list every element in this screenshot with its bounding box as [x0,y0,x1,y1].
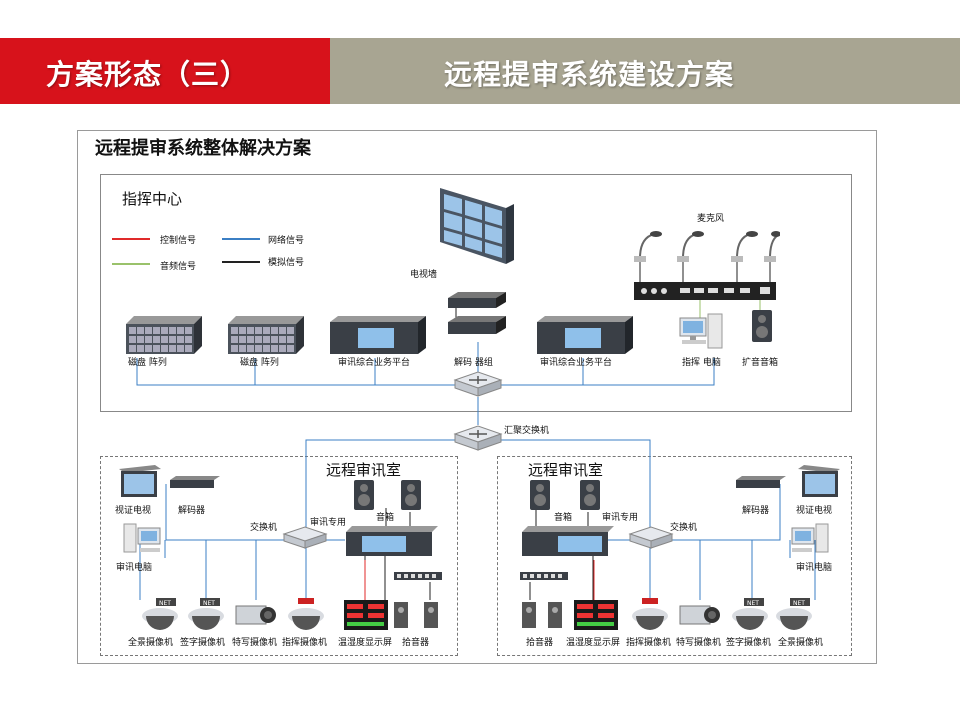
switch-icon [453,371,503,397]
decoder-icon [170,476,220,488]
pc-label: 审讯电脑 [116,563,153,573]
legend-control-line [112,238,150,240]
section-title: 方案形态（三） [46,58,250,91]
tv-wall-label: 电视墙 [410,270,438,280]
decoder-group-label: 解码 器组 [454,358,493,368]
svg-text:NET: NET [747,600,759,607]
dome-camera-icon: NET [732,598,768,630]
platform-label: 审讯综合业务平台 [540,358,613,368]
page-title: 远程提审系统建设方案 [444,58,735,91]
legend-audio-line [112,263,150,265]
camera-label: 签字摄像机 [180,638,226,648]
command-pc-label: 指挥 电脑 [682,358,721,368]
decoder-icon [736,476,786,488]
interrogation-host-icon [522,526,614,556]
legend-network-line [222,238,260,240]
pickup-label: 拾音器 [402,638,430,648]
legend-analog-label: 模拟信号 [268,258,305,268]
interrogation-host-icon [346,526,438,556]
camera-label: 全景摄像机 [128,638,174,648]
amplified-speaker-icon [752,310,772,342]
audio-pickup-icon [522,602,536,628]
speaker-icon [401,480,421,510]
dome-camera-icon: NET [776,598,812,630]
pc-label: 审讯电脑 [796,563,833,573]
camera-label: 指挥摄像机 [282,638,328,648]
decoder-label: 解码器 [742,506,770,516]
svg-text:NET: NET [203,600,215,607]
microphone-label: 麦克风 [697,214,725,224]
control-panel-icon [394,572,442,580]
legend-analog-line [222,261,260,263]
tv-label: 视证电视 [115,506,152,516]
dome-camera-icon: NET [188,598,224,630]
speaker-icon [354,480,374,510]
decoder-icon [448,292,506,334]
command-pc-icon [679,313,723,349]
camera-label: 特写摄像机 [232,638,278,648]
diagram-title: 远程提审系统整体解决方案 [95,138,311,159]
audio-pickup-icon [424,602,438,628]
pickup-label: 拾音器 [526,638,554,648]
dome-camera-icon [288,598,324,630]
audio-pickup-icon [394,602,408,628]
dome-camera-icon: NET [142,598,178,630]
room-title: 远程审讯室 [326,461,402,479]
box-camera-icon [679,605,720,625]
dedicated-label: 审讯专用 [602,513,639,523]
switch-label: 交换机 [670,523,698,533]
command-center-title: 指挥中心 [122,190,183,208]
legend-control-label: 控制信号 [160,236,197,246]
speaker-label: 音箱 [376,513,395,523]
box-camera-icon [235,605,276,625]
camera-label: 签字摄像机 [726,638,772,648]
svg-text:NET: NET [159,600,171,607]
control-panel-icon [520,572,568,580]
page-banner: 远程提审系统建设方案 [330,38,960,104]
tv-wall-icon [440,188,514,264]
audio-pickup-icon [548,602,562,628]
core-switch-label: 汇聚交换机 [504,426,550,436]
interrogation-platform-icon [330,316,426,354]
disk-array-label: 磁盘 阵列 [128,358,167,368]
disk-array-label: 磁盘 阵列 [240,358,279,368]
tv-label: 视证电视 [796,506,833,516]
pc-icon [791,523,829,553]
platform-label: 审讯综合业务平台 [338,358,411,368]
disk-array-icon [228,316,304,354]
camera-label: 特写摄像机 [676,638,722,648]
core-switch-icon [453,425,503,451]
command-center-box [100,174,852,412]
speaker-icon [530,480,550,510]
display-label: 温湿度显示屏 [566,638,621,648]
legend-network-label: 网络信号 [268,236,305,246]
tv-icon [798,465,840,497]
microphone-mixer-icon [634,231,780,300]
tv-icon [119,465,161,497]
switch-icon [628,526,674,549]
speaker-label: 扩音音箱 [742,358,779,368]
decoder-label: 解码器 [178,506,206,516]
svg-text:NET: NET [793,600,805,607]
interrogation-platform-icon [537,316,633,354]
display-label: 温湿度显示屏 [338,638,393,648]
camera-label: 指挥摄像机 [626,638,672,648]
room-left-box [100,456,458,656]
disk-array-icon [126,316,202,354]
led-display-icon [574,600,618,630]
speaker-label: 音箱 [554,513,573,523]
led-display-icon [344,600,388,630]
dedicated-label: 审讯专用 [310,518,347,528]
room-right-box [497,456,852,656]
room-title: 远程审讯室 [528,461,604,479]
speaker-icon [580,480,600,510]
switch-label: 交换机 [250,523,278,533]
switch-icon [282,526,328,549]
camera-label: 全景摄像机 [778,638,824,648]
section-banner: 方案形态（三） [0,38,330,104]
pc-icon [123,523,161,553]
legend-audio-label: 音频信号 [160,262,197,272]
dome-camera-icon [632,598,668,630]
